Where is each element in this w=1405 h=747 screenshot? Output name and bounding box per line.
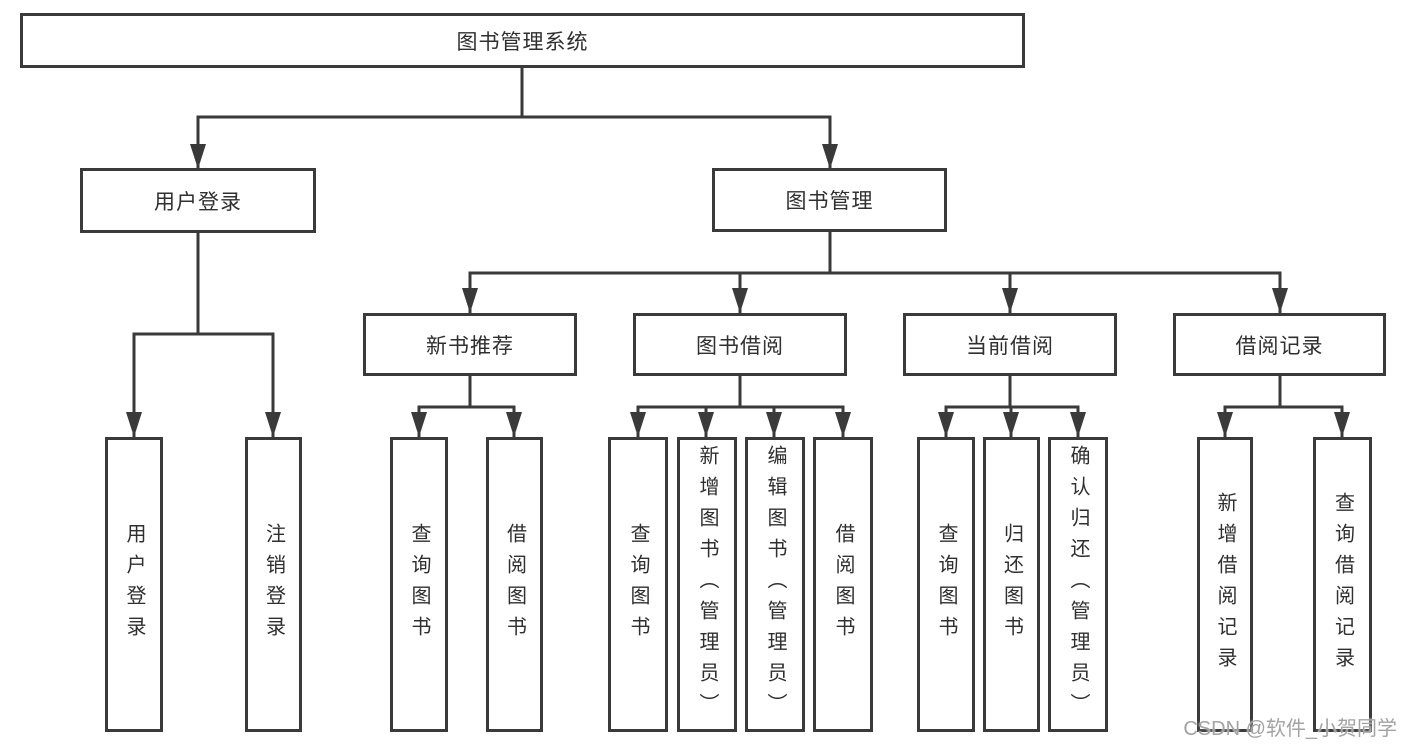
- leaf-user-login: 用户登录: [105, 437, 163, 732]
- leaf-logout: 注销登录: [245, 437, 302, 732]
- arrowheads: [126, 144, 1350, 437]
- node-book-borrowing: 图书借阅: [633, 313, 847, 376]
- node-new-book-recommendation: 新书推荐: [363, 313, 577, 376]
- leaf-query-borrow-record: 查询借阅记录: [1313, 437, 1372, 732]
- node-borrowing-records: 借阅记录: [1173, 313, 1386, 376]
- leaf-query-books-borrowing: 查询图书: [608, 437, 668, 732]
- node-current-borrowing: 当前借阅: [903, 313, 1117, 376]
- leaf-edit-books-admin: 编辑图书（管理员）: [745, 437, 805, 732]
- leaf-query-books-current: 查询图书: [917, 437, 975, 732]
- leaf-add-borrow-record: 新增借阅记录: [1197, 437, 1253, 732]
- leaf-borrow-books-recommend: 借阅图书: [486, 437, 543, 732]
- watermark: CSDN @软件_小贺同学: [1183, 718, 1397, 740]
- leaf-add-books-admin: 新增图书（管理员）: [677, 437, 737, 732]
- node-user-login: 用户登录: [80, 168, 316, 233]
- leaf-query-books-recommend: 查询图书: [390, 437, 448, 732]
- leaf-confirm-return-admin: 确认归还（管理员）: [1048, 437, 1108, 732]
- node-book-management: 图书管理: [712, 168, 947, 232]
- leaf-return-books: 归还图书: [983, 437, 1040, 732]
- leaf-borrow-books-borrowing: 借阅图书: [813, 437, 873, 732]
- node-library-management-system: 图书管理系统: [20, 13, 1025, 68]
